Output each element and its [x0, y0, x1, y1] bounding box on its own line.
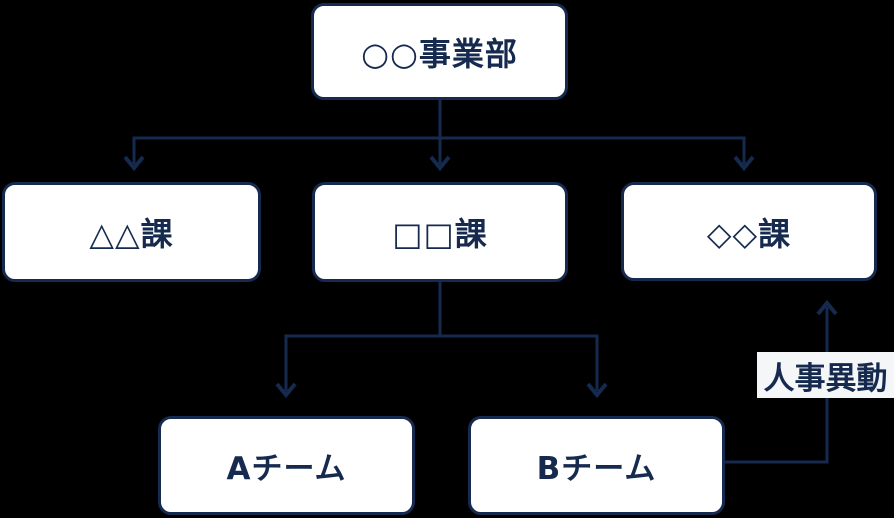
- arrowhead-up-section-3-icon: [816, 299, 838, 316]
- connector-section2-to-teams: [284, 334, 599, 391]
- org-node-section-3: ◇◇課: [621, 182, 877, 281]
- connector-division-to-sections: [132, 136, 746, 164]
- org-node-section-2: □□課: [312, 182, 568, 282]
- arrowhead-down-team-b-icon: [586, 382, 608, 399]
- arrowhead-down-section-1-icon: [123, 155, 145, 172]
- org-node-team-b: Bチーム: [468, 416, 725, 515]
- arrowhead-down-team-a-icon: [275, 382, 297, 399]
- arrowhead-down-section-3-icon: [733, 155, 755, 172]
- arrowhead-down-section-2-icon: [429, 155, 451, 172]
- org-node-division: ○○事業部: [311, 3, 568, 100]
- personnel-transfer-label: 人事異動: [757, 352, 894, 398]
- org-node-section-1: △△課: [2, 182, 261, 282]
- org-node-team-a: Aチーム: [158, 416, 415, 515]
